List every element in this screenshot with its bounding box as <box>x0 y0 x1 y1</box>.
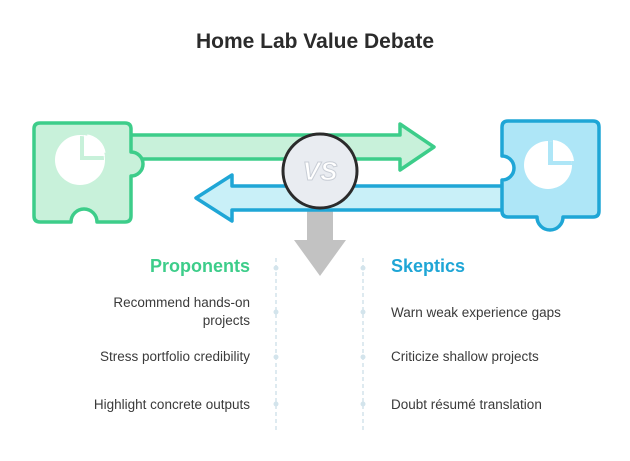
skeptic-item: Warn weak experience gaps <box>391 305 561 320</box>
page-title: Home Lab Value Debate <box>195 30 435 53</box>
down-arrow <box>294 205 346 276</box>
pie-chart-icon-right <box>524 140 574 189</box>
pie-chart-icon <box>55 131 109 185</box>
svg-text:VS: VS <box>303 156 338 186</box>
skeptic-item: Doubt résumé translation <box>391 397 542 412</box>
proponent-item: Highlight concrete outputs <box>93 397 250 412</box>
vs-badge-icon: VS <box>281 132 359 210</box>
skeptics-heading: Skeptics <box>391 256 466 276</box>
proponent-item: Recommend hands-on projects <box>113 295 250 328</box>
skeptic-item: Criticize shallow projects <box>391 349 539 364</box>
guide-dots <box>273 265 366 407</box>
right-arrow <box>126 122 436 172</box>
proponents-heading: Proponents <box>149 256 250 276</box>
left-arrow <box>194 173 507 223</box>
proponent-item: Stress portfolio credibility <box>99 349 250 364</box>
